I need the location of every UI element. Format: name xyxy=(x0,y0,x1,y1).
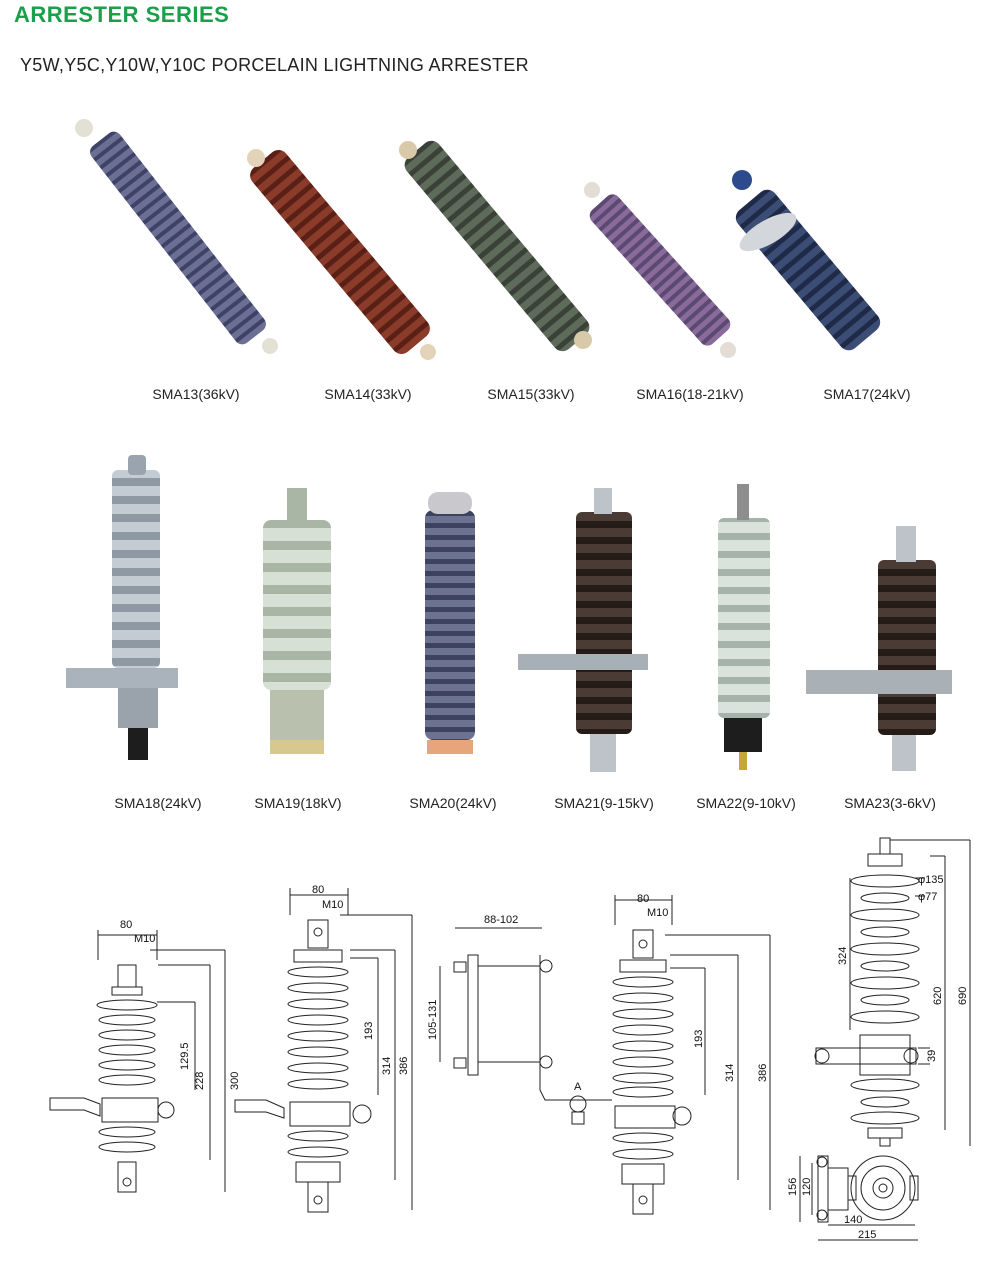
d5-b: 120 xyxy=(801,1178,813,1196)
d3-thread: M10 xyxy=(647,907,668,919)
caption-sma17: SMA17(24kV) xyxy=(823,386,911,402)
d2-thread: M10 xyxy=(322,899,343,911)
d4-h3: 690 xyxy=(957,987,969,1005)
d5-a: 156 xyxy=(787,1178,799,1196)
d2-h3: 386 xyxy=(398,1057,410,1075)
d1-h1: 129.5 xyxy=(179,1042,191,1070)
d5-d: 215 xyxy=(858,1229,876,1241)
sma15-photo xyxy=(399,140,592,352)
d4-h4: 39 xyxy=(926,1050,938,1062)
caption-sma16: SMA16(18-21kV) xyxy=(636,386,744,402)
d2-h2: 314 xyxy=(381,1057,393,1075)
d3-bracket: 88-102 xyxy=(484,914,518,926)
drawing-2 xyxy=(234,888,413,1213)
d4-h2: 620 xyxy=(932,987,944,1005)
sma14-photo xyxy=(247,149,436,360)
d3-h1: 193 xyxy=(693,1030,705,1048)
sma18-photo xyxy=(66,455,178,760)
d3-width: 80 xyxy=(637,893,649,905)
d3-spacing: 105-131 xyxy=(427,1000,439,1040)
drawing-5 xyxy=(799,1155,919,1241)
caption-sma18: SMA18(24kV) xyxy=(114,795,202,811)
d1-h3: 300 xyxy=(229,1072,241,1090)
series-title: ARRESTER SERIES xyxy=(14,2,230,27)
d3-h3: 386 xyxy=(757,1064,769,1082)
drawing-4 xyxy=(814,837,971,1147)
d4-d1: φ135 xyxy=(918,874,944,886)
sma16-photo xyxy=(584,182,736,358)
caption-sma15: SMA15(33kV) xyxy=(487,386,575,402)
d5-c: 140 xyxy=(844,1214,862,1226)
d2-h1: 193 xyxy=(363,1022,375,1040)
d4-d2: φ77 xyxy=(918,891,937,903)
caption-sma13: SMA13(36kV) xyxy=(152,386,240,402)
sma21-photo xyxy=(518,488,648,772)
caption-sma22: SMA22(9-10kV) xyxy=(696,795,796,811)
sma23-photo xyxy=(806,526,952,771)
d1-h2: 228 xyxy=(194,1072,206,1090)
caption-sma14: SMA14(33kV) xyxy=(324,386,412,402)
caption-sma21: SMA21(9-15kV) xyxy=(554,795,654,811)
d4-h1: 324 xyxy=(837,947,849,965)
drawing-1 xyxy=(49,930,226,1193)
d1-width: 80 xyxy=(120,919,132,931)
d2-width: 80 xyxy=(312,884,324,896)
sma17-photo xyxy=(732,170,881,351)
sma20-photo xyxy=(425,492,475,754)
d1-thread: M10 xyxy=(134,933,155,945)
d3-point: A xyxy=(574,1081,582,1093)
caption-sma19: SMA19(18kV) xyxy=(254,795,342,811)
caption-sma20: SMA20(24kV) xyxy=(409,795,497,811)
sma13-photo xyxy=(75,119,278,354)
drawing-3 xyxy=(439,895,771,1215)
sma22-photo xyxy=(718,484,770,770)
d3-h2: 314 xyxy=(724,1064,736,1082)
caption-sma23: SMA23(3-6kV) xyxy=(844,795,936,811)
page-subtitle: Y5W,Y5C,Y10W,Y10C PORCELAIN LIGHTNING AR… xyxy=(20,55,529,75)
sma19-photo xyxy=(263,488,331,754)
